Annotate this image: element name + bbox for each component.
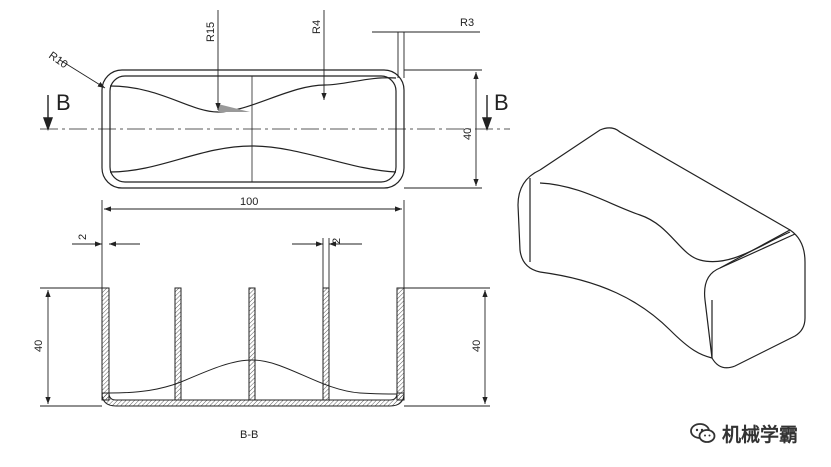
- height-right-label: 40: [471, 340, 483, 352]
- section-mark-left: [43, 95, 53, 132]
- left-wall: [101, 287, 110, 401]
- height-left-dimension: [40, 287, 102, 407]
- height-right-dimension: [404, 287, 490, 407]
- r3-dimension: [372, 31, 480, 78]
- iso-right-end-edge: [719, 233, 796, 269]
- iso-bottom-wave: [539, 271, 713, 359]
- section-mark-right: [482, 95, 492, 132]
- top-wave-curve: [109, 77, 397, 113]
- height-top-label: 40: [462, 128, 474, 140]
- section-wave-curve: [108, 359, 398, 395]
- height-top-dimension: [404, 69, 482, 189]
- width-label: 100: [240, 196, 258, 208]
- bottom-plate: [101, 392, 405, 407]
- section-mark-right-label: B: [494, 90, 509, 115]
- wall-right-label: 2: [331, 238, 343, 244]
- bottom-wave-curve: [109, 145, 397, 173]
- rib-2: [248, 287, 256, 401]
- section-mark-left-label: B: [56, 90, 71, 115]
- r15-label: R15: [205, 22, 217, 42]
- shaded-region: [218, 104, 250, 112]
- right-wall: [396, 287, 405, 401]
- rib-3: [322, 287, 330, 401]
- iso-left-end-face: [517, 169, 541, 273]
- r4-label: R4: [311, 20, 323, 34]
- wall-left-label: 2: [77, 234, 89, 240]
- iso-right-end-face: [703, 229, 806, 369]
- r10-label: R10: [46, 50, 69, 71]
- isometric-view: [517, 127, 806, 369]
- r3-label: R3: [460, 17, 474, 29]
- iso-top-back-edge: [539, 127, 791, 231]
- height-left-label: 40: [33, 340, 45, 352]
- watermark: 机械学霸: [690, 420, 798, 446]
- watermark-text: 机械学霸: [722, 423, 799, 446]
- wall-right-dimension: [292, 238, 362, 288]
- wechat-icon: [690, 423, 716, 443]
- section-view: [101, 287, 405, 407]
- r10-dimension: [59, 59, 106, 89]
- section-caption: B-B: [240, 429, 258, 441]
